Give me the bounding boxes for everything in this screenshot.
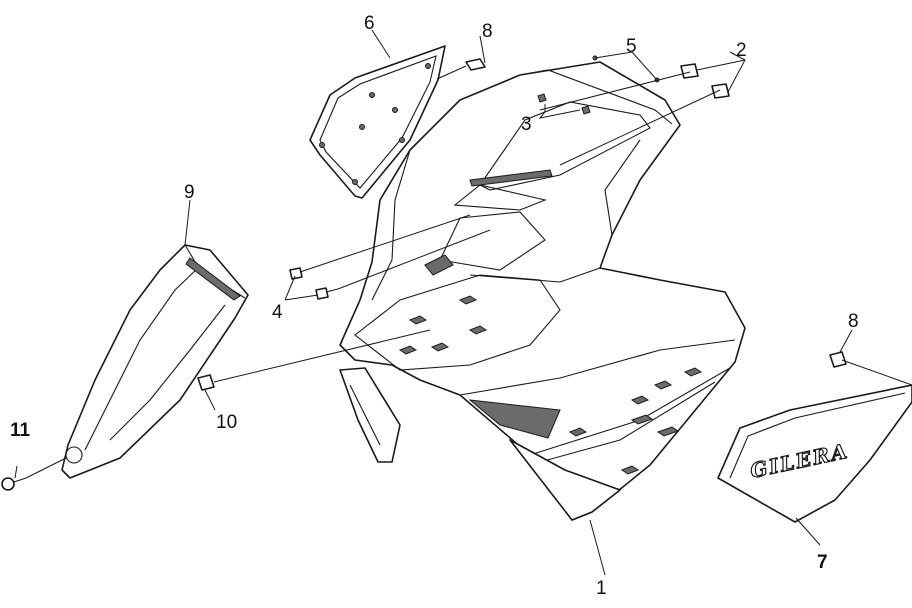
callout-9: 9 xyxy=(184,182,195,203)
bolt-part xyxy=(1,477,27,491)
callout-7: 7 xyxy=(817,552,828,573)
side-strip-part xyxy=(61,244,249,479)
callout-1: 1 xyxy=(596,578,607,599)
assembly-lines xyxy=(14,29,912,576)
clip-top-part xyxy=(465,58,486,71)
screw-parts xyxy=(289,267,339,300)
callout-5: 5 xyxy=(626,36,637,57)
callout-2: 2 xyxy=(736,40,747,61)
clip-lower-part xyxy=(197,374,215,391)
callout-3: 3 xyxy=(521,114,532,135)
callout-4: 4 xyxy=(272,302,283,323)
windscreen-flap-part xyxy=(309,45,446,199)
callout-8-right: 8 xyxy=(848,311,859,332)
callout-labels: 1 2 3 4 5 6 7 8 8 9 10 11 xyxy=(10,13,859,599)
speed-nut-parts xyxy=(680,63,730,99)
callout-11: 11 xyxy=(10,420,31,441)
front-shield-part xyxy=(339,61,746,521)
callout-6: 6 xyxy=(364,13,375,34)
side-panel-part: GILERA xyxy=(717,384,912,523)
callout-10: 10 xyxy=(216,412,237,433)
inner-clip-parts xyxy=(537,93,591,115)
clip-right-part xyxy=(829,351,847,368)
callout-8-top: 8 xyxy=(482,21,493,42)
